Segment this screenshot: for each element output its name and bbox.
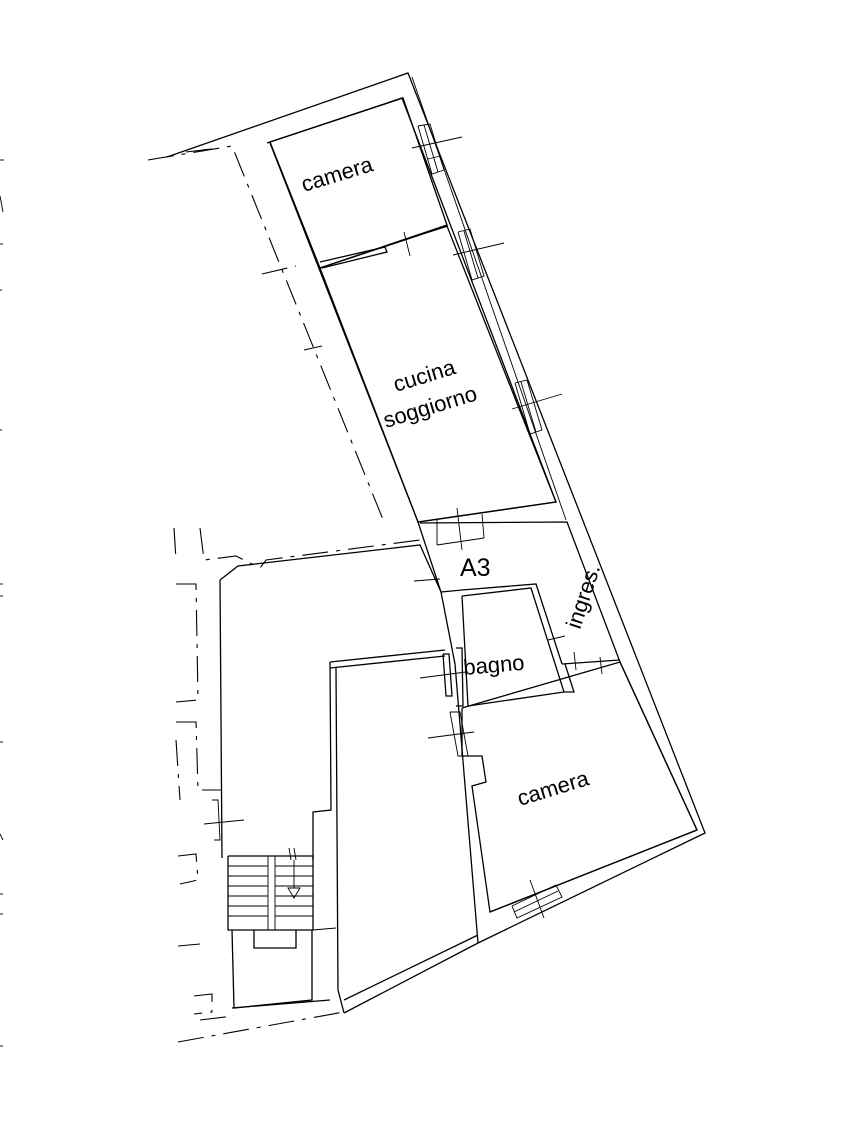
room-camera-bottom [427, 661, 698, 919]
outer-walls [166, 72, 706, 1014]
stair-treads [228, 865, 313, 917]
margin-marks [0, 159, 4, 1047]
central-hall [203, 544, 479, 1014]
label-camera-bottom: camera [514, 765, 592, 811]
unit-tag-A3: A3 [460, 554, 491, 582]
label-ingresso: ingres. [561, 561, 605, 632]
room-ingresso-bagno [419, 583, 621, 707]
room-cucina-soggiorno [319, 225, 563, 551]
label-bagno: bagno [462, 650, 525, 680]
dashed-boundaries [147, 145, 421, 1043]
label-camera-top: camera [298, 151, 376, 197]
room-camera-top [269, 97, 463, 269]
